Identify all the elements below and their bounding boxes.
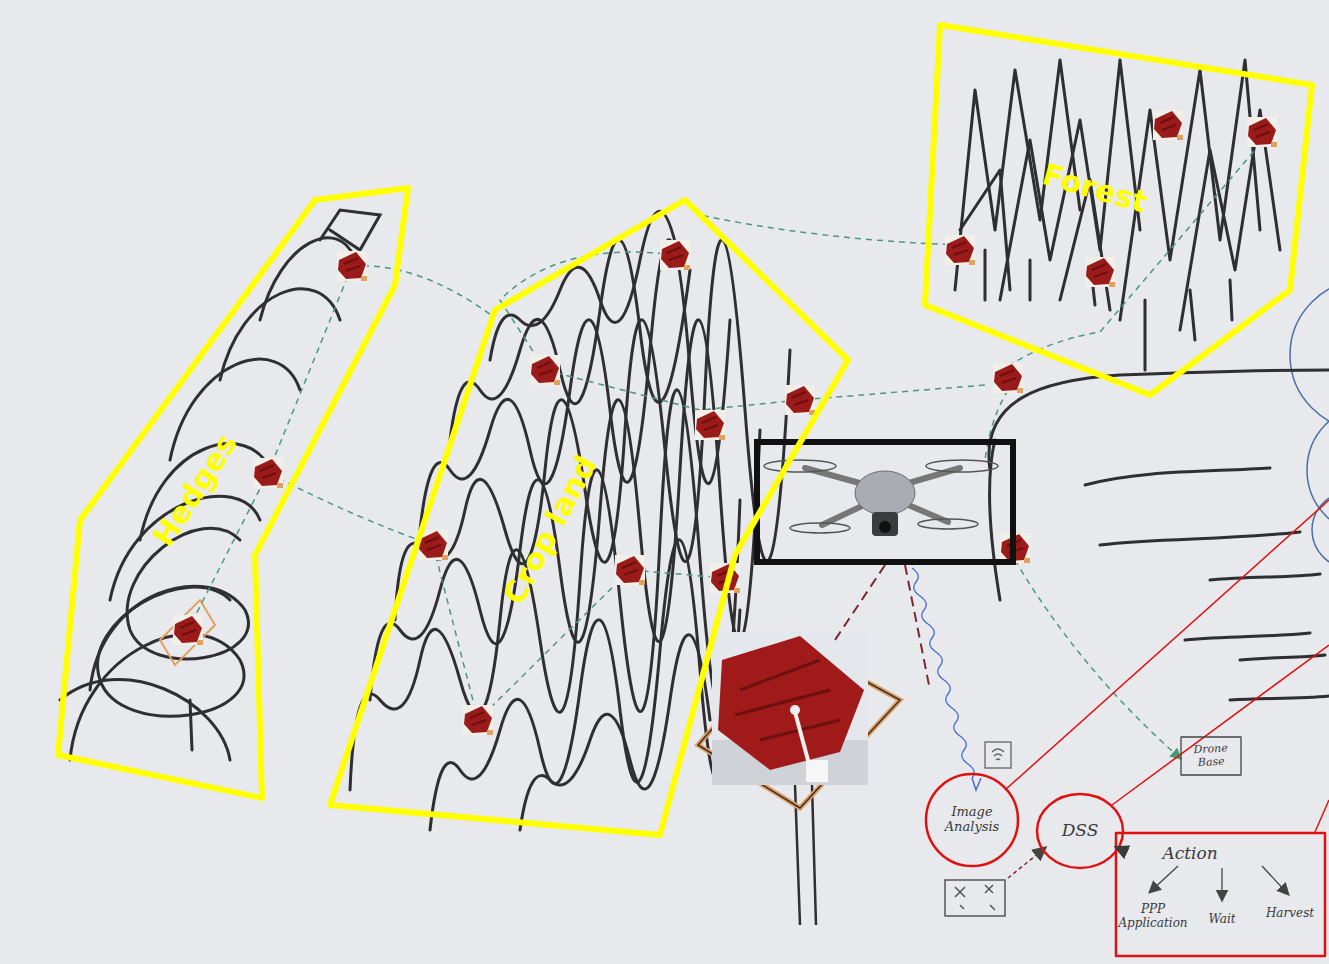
terrain-sketch <box>989 370 1329 700</box>
forest-sketch <box>955 60 1280 370</box>
signal-arrow <box>972 778 981 790</box>
area-label: Crop land <box>496 450 603 610</box>
action-arrows <box>1150 866 1288 900</box>
drone <box>757 442 1013 562</box>
area-label: Hedges <box>146 427 244 552</box>
area-label: Forest <box>1039 156 1152 219</box>
base-box: Drone Base <box>1180 736 1242 776</box>
process-circle: DSS <box>1035 792 1125 870</box>
action-box: ActionPPP Application Wait Harvest <box>1115 832 1326 957</box>
trap-photo <box>698 632 900 925</box>
node-label: Wait <box>1208 913 1235 927</box>
camera-lines <box>835 565 930 690</box>
trap-markers <box>173 110 1277 735</box>
flow-arrow <box>1115 847 1120 849</box>
node-label: Drone Base <box>1183 742 1238 770</box>
node-label: PPP Application <box>1117 903 1189 931</box>
action-box-outline <box>1115 832 1326 957</box>
wireless-signal <box>912 568 974 778</box>
blue-circles <box>1290 280 1329 568</box>
node-label: DSS <box>1045 821 1115 841</box>
node-label: Image Analysis <box>937 805 1007 835</box>
cropland-area-outline <box>328 198 853 838</box>
node-label: Harvest <box>1266 907 1314 921</box>
image-thumbnail <box>945 848 1045 916</box>
cropland-area: Crop land <box>328 198 853 838</box>
zoom-lines <box>1005 500 1329 832</box>
wifi-symbol <box>985 742 1011 768</box>
forest-area: Forest <box>922 22 1316 399</box>
process-circle: Image Analysis <box>924 772 1020 868</box>
node-label: Action <box>1162 844 1217 864</box>
